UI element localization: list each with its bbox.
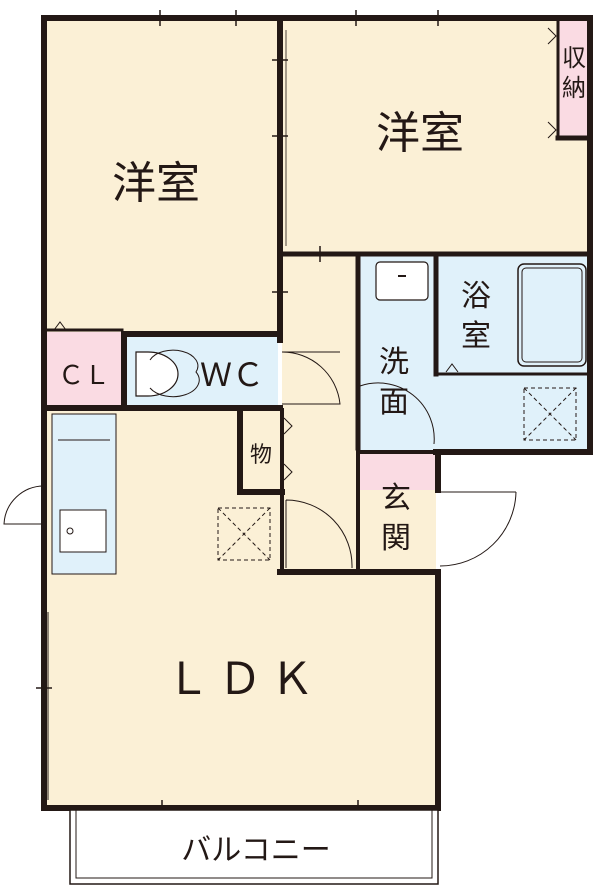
fixtures: [69, 261, 587, 885]
label-bath-2: 室: [461, 319, 491, 354]
washroom-door: [359, 374, 435, 445]
closet-door: [53, 321, 67, 331]
storage-top-door: [547, 27, 557, 139]
room-labels: 洋室 洋室 収 納 浴 室 洗 面 ＣＬ ＷＣ 物 玄 関 ＬＤＫ バルコニー: [58, 44, 586, 868]
kitchen-sink: [59, 509, 107, 553]
bathtub-inner: [521, 267, 583, 363]
balcony-inner: [75, 809, 433, 879]
label-wash-1: 洗: [379, 345, 409, 380]
entrance-step: [360, 454, 436, 490]
kitchen-drain: [66, 527, 74, 535]
storage-top-floor: [558, 20, 588, 138]
walls: [41, 15, 593, 811]
label-entrance-1: 玄: [381, 481, 411, 516]
label-storage-top-2: 納: [562, 74, 586, 102]
label-entrance-2: 関: [381, 521, 411, 556]
hallway-floor: [282, 256, 358, 570]
label-balcony: バルコニー: [181, 833, 330, 868]
label-storage-top-1: 収: [562, 44, 586, 72]
vent-ldk: [217, 507, 271, 561]
label-wash-2: 面: [379, 385, 409, 420]
label-wc: ＷＣ: [200, 356, 264, 394]
label-western-room-left: 洋室: [112, 158, 200, 209]
vent-washroom: [523, 387, 577, 441]
doors: [3, 27, 557, 569]
small-storage-door: [283, 417, 293, 481]
western-room-left-floor: [46, 20, 280, 332]
bathtub: [517, 263, 587, 367]
western-room-right-floor-ext: [558, 138, 588, 252]
label-western-room-right: 洋室: [376, 108, 464, 159]
label-small-storage: 物: [250, 443, 272, 468]
hallway-door: [285, 499, 353, 569]
wash-basin: [375, 261, 429, 301]
entrance-door: [439, 491, 517, 567]
closet-floor: [46, 332, 122, 408]
ldk-floor-lower: [280, 572, 436, 806]
label-ldk: ＬＤＫ: [166, 654, 322, 705]
balcony: [69, 809, 439, 885]
kitchen-window-door: [3, 485, 45, 525]
western-room-right-floor: [282, 20, 558, 252]
label-closet: ＣＬ: [58, 361, 110, 391]
bathroom-door: [445, 363, 459, 373]
label-bath-1: 浴: [461, 279, 491, 314]
wc-door: [281, 351, 341, 405]
floor-fills: [46, 20, 588, 806]
